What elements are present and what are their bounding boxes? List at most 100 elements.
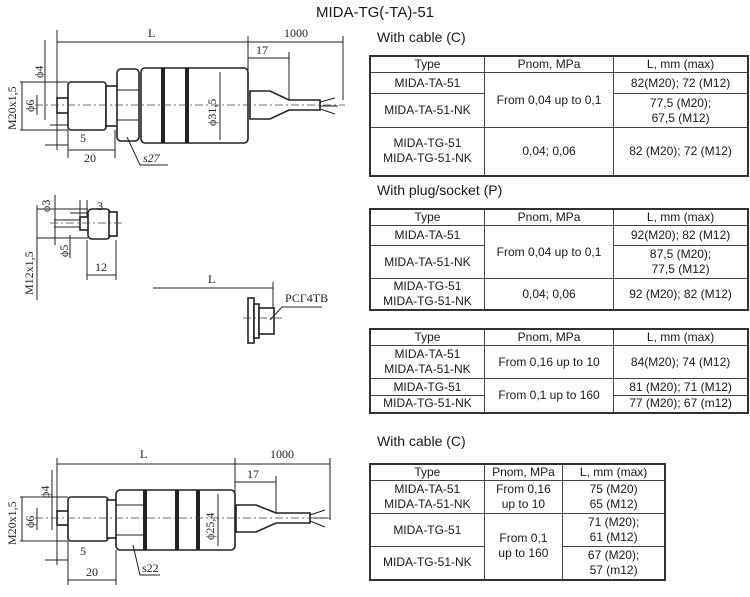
dim-hex: s27 [143, 151, 161, 165]
header-l: L, mm (max) [613, 328, 749, 346]
dim-d4: ϕ4 [38, 486, 52, 498]
dim-cable-length: 1000 [284, 26, 308, 40]
header-l: L, mm (max) [562, 463, 666, 481]
type-line: MIDA-TG-51-NK [383, 151, 472, 166]
dim-3: 3 [97, 199, 103, 213]
technical-drawings: L 1000 17 ϕ4 M20x1,5 ϕ6 5 20 s27 ϕ31,5 ϕ… [5, 26, 345, 585]
header-pnom: Pnom, MPa [483, 463, 564, 481]
type-cell: MIDA-TA-51 [369, 225, 485, 246]
type-line: MIDA-TA-51 [394, 482, 461, 496]
type-line: MIDA-TA-51-NK [384, 362, 471, 376]
header-type: Type [369, 328, 485, 346]
header-type: Type [369, 463, 485, 481]
dim-5: 5 [80, 131, 86, 145]
dim-hex: s22 [142, 561, 159, 575]
length-cell: 67 (M20);57 (m12) [562, 546, 666, 580]
type-cell: MIDA-TG-51-NK [369, 395, 485, 413]
header-l: L, mm (max) [613, 55, 749, 73]
section-title-cable-bottom: With cable (C) [377, 433, 466, 449]
dim-d5: ϕ5 [57, 245, 71, 257]
type-line: MIDA-TG-51-NK [383, 294, 472, 308]
length-line: 71 (M20); [587, 515, 640, 529]
type-cell: MIDA-TG-51-NK [369, 546, 485, 580]
dim-17: 17 [256, 43, 268, 57]
document-title: MIDA-TG(-TA)-51 [315, 4, 435, 21]
type-cell: MIDA-TG-51 [369, 378, 485, 396]
header-pnom: Pnom, MPa [483, 208, 615, 226]
pnom-cell: From 0,04 up to 0,1 [483, 225, 615, 279]
length-line: 61 (M12) [589, 530, 638, 544]
length-line: 77,5 (M12) [651, 262, 710, 276]
connector-label: РСГ4ТВ [285, 291, 328, 305]
type-cell: MIDA-TA-51 [369, 72, 485, 94]
pnom-cell: From 0,04 up to 0,1 [483, 72, 615, 128]
length-line: 65 (M12) [589, 497, 638, 511]
type-line: MIDA-TG-51 [393, 279, 462, 293]
length-line: 67 (M20); [587, 547, 640, 562]
dim-20: 20 [86, 565, 98, 579]
length-line: 75 (M20) [589, 482, 638, 496]
length-line: 67,5 (M12) [651, 110, 710, 125]
length-cell: 71 (M20);61 (M12) [562, 513, 666, 547]
dim-cable-length: 1000 [270, 447, 294, 461]
pnom-line: up to 10 [501, 497, 546, 511]
dim-L: L [140, 447, 147, 461]
pnom-cell: From 0,16 up to 10 [483, 345, 615, 379]
header-type: Type [369, 55, 485, 73]
dim-5: 5 [80, 544, 86, 558]
length-cell: 82(M20); 72 (M12) [613, 72, 749, 94]
dim-thread: M20x1,5 [5, 86, 19, 130]
dim-d3: ϕ3 [39, 200, 53, 212]
dim-thread: M20x1,5 [5, 501, 19, 545]
header-pnom: Pnom, MPa [483, 55, 615, 73]
length-cell: 81 (M20); 71 (M12) [613, 378, 749, 396]
length-cell: 82 (M20); 72 (M12) [613, 127, 749, 176]
dim-17: 17 [247, 467, 259, 481]
length-line: 87,5 (M20); [649, 247, 712, 261]
length-line: 57 (m12) [589, 562, 638, 577]
dim-diameter: ϕ25,4 [203, 513, 217, 540]
pnom-cell: 0,04; 0,06 [483, 278, 615, 311]
length-cell: 92 (M20); 82 (M12) [613, 278, 749, 311]
dim-d6: ϕ6 [23, 100, 37, 112]
type-line: MIDA-TG-51 [393, 136, 462, 151]
drawing-sensor-cable-bottom: L 1000 17 ϕ4 M20x1,5 ϕ6 5 20 s22 ϕ25,4 [5, 447, 332, 585]
type-cell: MIDA-TG-51 [369, 513, 485, 547]
dim-L: L [148, 26, 155, 40]
length-cell: 77,5 (M20);67,5 (M12) [613, 93, 749, 128]
dim-20: 20 [84, 151, 96, 165]
length-line: 77,5 (M20); [649, 95, 712, 110]
length-cell: 84(M20); 74 (M12) [613, 345, 749, 379]
dim-thread: M12x1,5 [22, 251, 36, 295]
header-type: Type [369, 208, 485, 226]
section-title-plug: With plug/socket (P) [377, 182, 503, 198]
dim-12: 12 [95, 260, 107, 274]
pnom-line: From 0,1 [499, 531, 548, 546]
length-cell: 87,5 (M20);77,5 (M12) [613, 245, 749, 279]
pnom-cell: 0,04; 0,06 [483, 127, 615, 176]
dim-L: L [208, 272, 215, 286]
drawing-sensor-cable-top: L 1000 17 ϕ4 M20x1,5 ϕ6 5 20 s27 ϕ31,5 [5, 26, 345, 166]
section-title-cable-top: With cable (C) [377, 29, 466, 45]
type-cell: MIDA-TA-51-NK [369, 93, 485, 128]
pnom-line: up to 160 [498, 546, 549, 561]
pnom-line: From 0,16 [496, 482, 551, 496]
dim-d4: ϕ4 [32, 66, 46, 78]
type-line: MIDA-TA-51-NK [384, 497, 471, 511]
header-l: L, mm (max) [613, 208, 749, 226]
length-cell: 75 (M20)65 (M12) [562, 480, 666, 514]
dim-diameter: ϕ31,5 [205, 99, 219, 126]
dim-d6: ϕ6 [23, 516, 37, 528]
drawing-plug-socket: ϕ3 3 M12x1,5 ϕ5 12 L РСГ4ТВ [22, 195, 328, 344]
length-cell: 77 (M20); 67 (m12) [613, 395, 749, 413]
